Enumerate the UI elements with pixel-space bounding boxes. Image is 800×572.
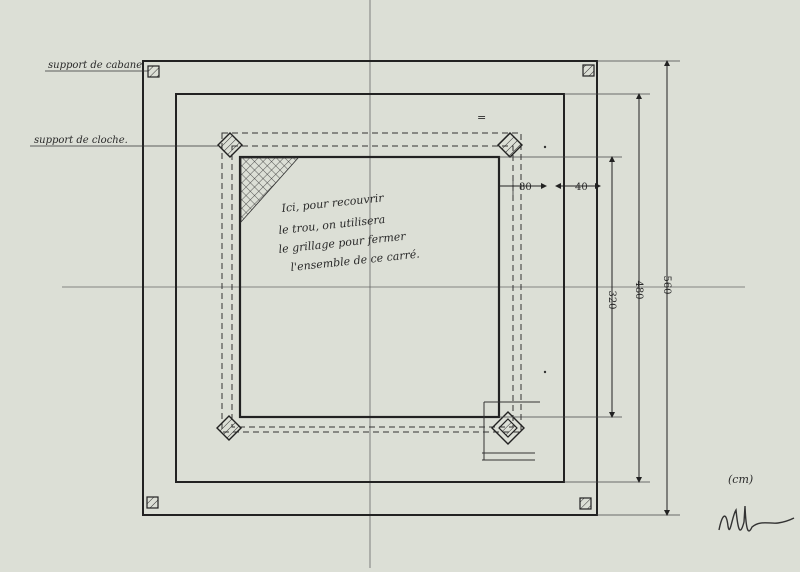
signature [718,505,795,532]
dot [543,370,547,374]
bell-support-label: support de cloche. [34,135,128,146]
dim-label-40: 40 [575,182,588,193]
dim-label-480: 480 [633,280,644,299]
middle-square [175,93,565,483]
bell-support-tl [217,132,243,158]
dashed-square-inner [231,145,514,428]
bell-support-tr [497,132,523,158]
dim-label-80: 80 [519,182,532,193]
note-line-1: Ici, pour recouvrir [280,191,385,215]
bell-support-br-inner [498,418,518,438]
cabin-support-tr [582,64,595,77]
dot [543,145,547,149]
mesh-corner [240,157,299,224]
unit-label: (cm) [728,473,753,486]
outer-square [142,60,598,516]
bell-support-bl [216,415,242,441]
inner-square [238,155,501,419]
dim-label-320: 320 [606,290,617,309]
cabin-support-br [579,497,592,510]
cabin-support-bl [146,496,159,509]
dim-label-560: 560 [661,275,672,294]
cabin-support-label: support de cabane [48,60,142,71]
cabin-support-tl [147,65,160,78]
minus-mark: = [477,111,486,124]
bell-support-br [491,411,525,445]
